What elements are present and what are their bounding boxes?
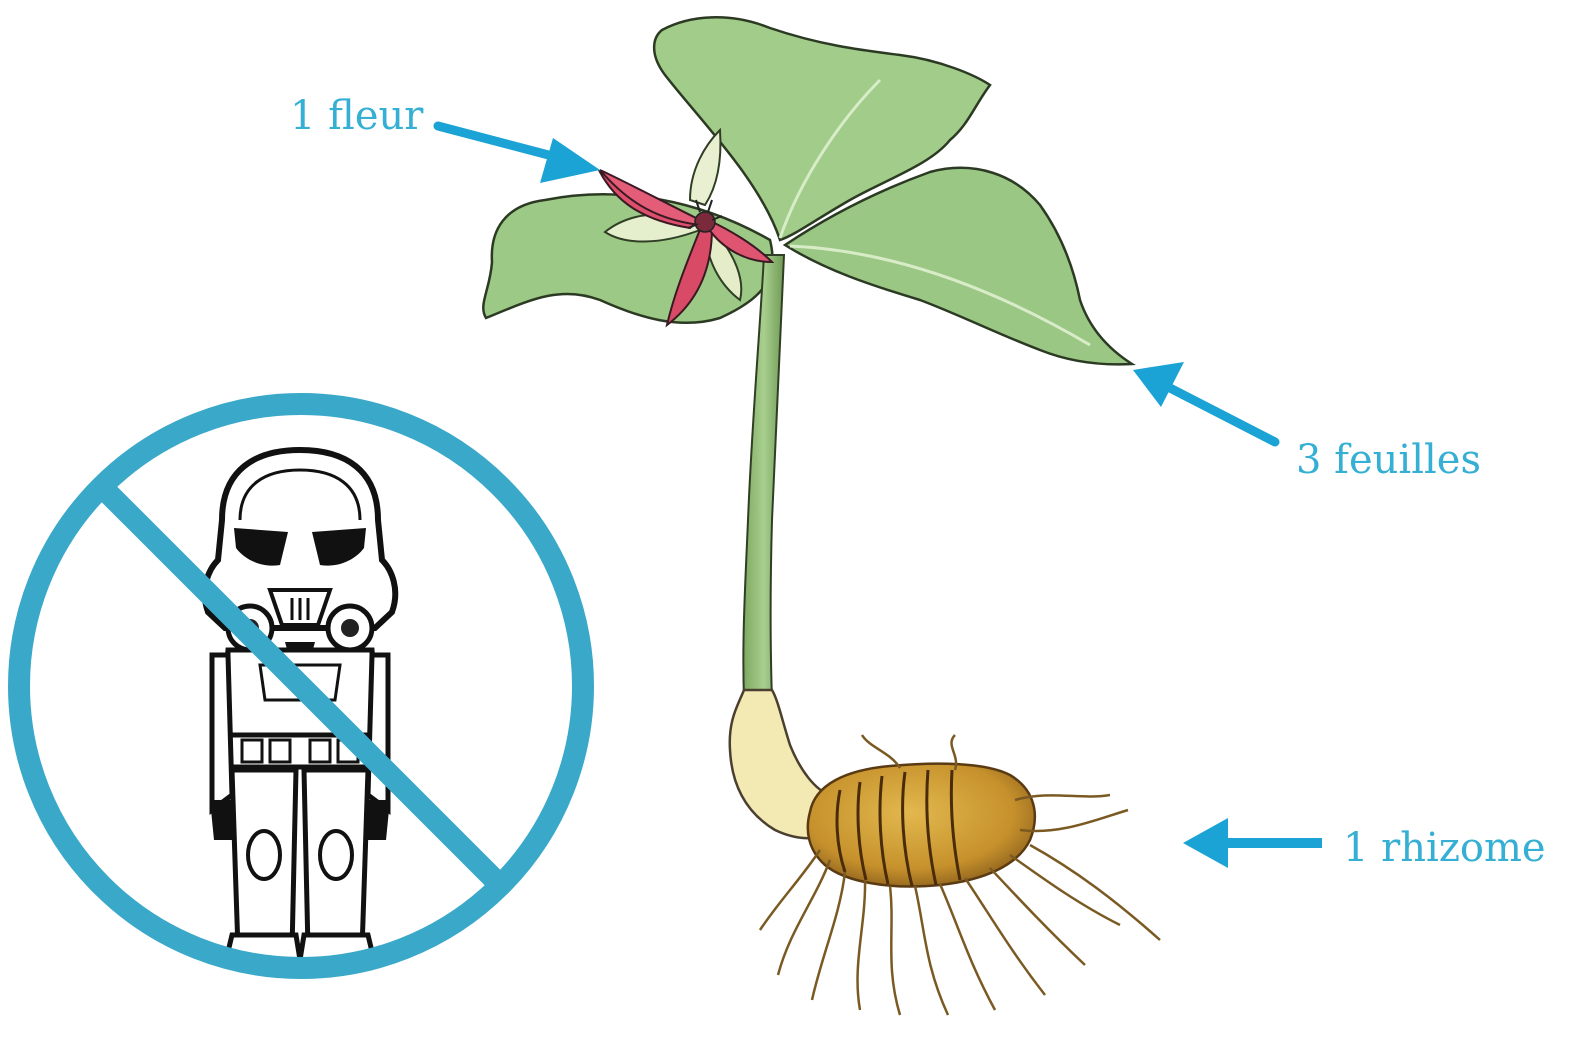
arrow-to-leaves	[1133, 362, 1275, 442]
arrow-to-rhizome	[1183, 818, 1322, 868]
arrow-to-flower	[438, 126, 600, 183]
label-rhizome: 1 rhizome	[1343, 828, 1546, 868]
stem	[743, 255, 784, 700]
armored-trooper-icon	[205, 450, 396, 960]
label-leaves: 3 feuilles	[1296, 440, 1481, 480]
label-flower: 1 fleur	[290, 96, 423, 136]
rhizome	[808, 764, 1035, 887]
